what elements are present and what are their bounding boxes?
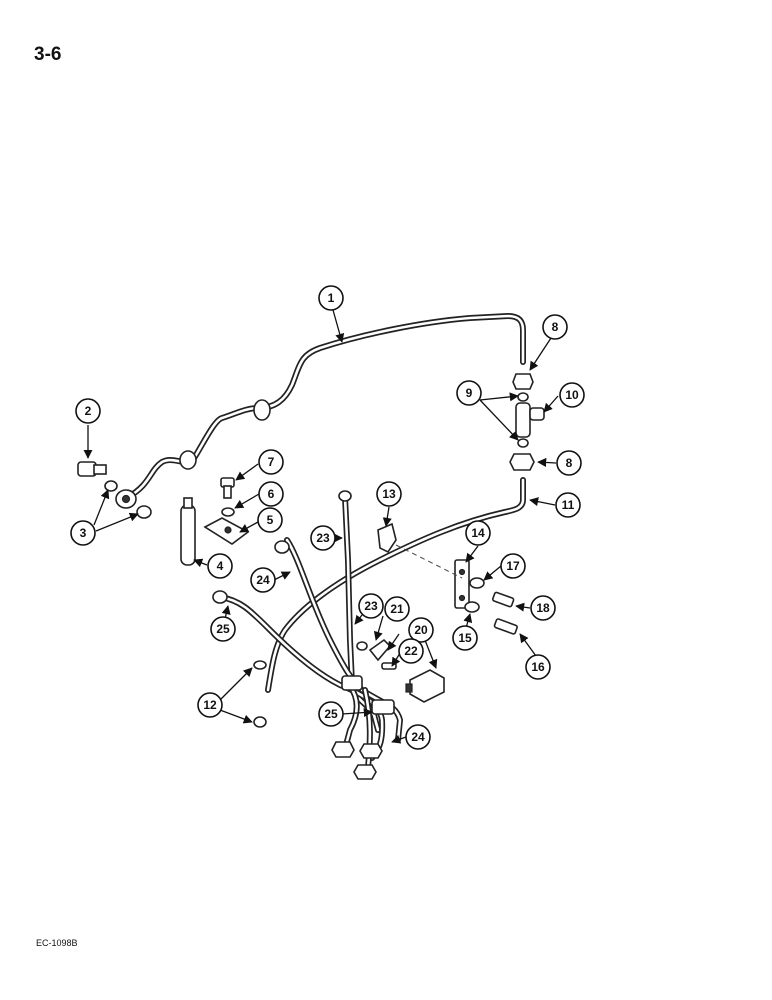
clamp-plate	[203, 517, 250, 545]
callout-11: 11	[555, 492, 581, 518]
callout-14: 14	[465, 520, 491, 546]
figure-code: EC-1098B	[36, 938, 78, 948]
bracket-bolt-lower	[493, 618, 518, 635]
bracket-washer-lower	[464, 601, 480, 613]
pipe-clamp-collars	[179, 399, 271, 470]
callout-13: 13	[376, 481, 402, 507]
mounting-bracket	[454, 559, 470, 609]
svg-text:8: 8	[552, 320, 559, 334]
callout-2: 2	[75, 398, 101, 424]
page-number: 3-6	[34, 44, 62, 65]
fitting-washer-upper	[517, 392, 529, 402]
svg-text:2: 2	[85, 404, 92, 418]
callout-7: 7	[258, 449, 284, 475]
fitting-nut-lower	[509, 453, 535, 471]
svg-text:15: 15	[458, 631, 472, 645]
callout-9: 9	[456, 380, 482, 406]
svg-text:11: 11	[562, 498, 575, 512]
bracket-bolt-upper	[491, 591, 515, 608]
leak-off-pipe	[265, 477, 526, 693]
svg-text:3: 3	[80, 526, 87, 540]
svg-text:24: 24	[411, 730, 425, 744]
callout-8-lower: 8	[556, 450, 582, 476]
svg-text:8: 8	[566, 456, 573, 470]
svg-text:9: 9	[466, 386, 473, 400]
svg-text:5: 5	[267, 513, 274, 527]
svg-text:6: 6	[268, 487, 275, 501]
svg-text:23: 23	[364, 599, 378, 613]
callout-25-lower: 25	[318, 701, 344, 727]
svg-text:14: 14	[471, 526, 485, 540]
svg-text:4: 4	[217, 559, 224, 573]
svg-text:24: 24	[256, 573, 270, 587]
fitting-nut-upper	[512, 373, 534, 390]
callout-15: 15	[452, 625, 478, 651]
callout-23-lower: 23	[358, 593, 384, 619]
callout-4: 4	[207, 553, 233, 579]
banjo-fitting	[115, 489, 137, 509]
svg-text:25: 25	[324, 707, 338, 721]
sealing-washer-upper	[104, 480, 118, 492]
callout-10: 10	[559, 382, 585, 408]
assembly-line	[395, 544, 463, 579]
svg-text:21: 21	[390, 602, 404, 616]
return-pipe	[125, 313, 526, 500]
callout-22: 22	[398, 638, 424, 664]
injector-plug	[180, 497, 196, 566]
tee-adapter	[515, 402, 545, 438]
callout-5: 5	[257, 507, 283, 533]
leader-lines	[83, 309, 559, 744]
callout-18: 18	[530, 595, 556, 621]
callout-3: 3	[70, 520, 96, 546]
svg-text:23: 23	[316, 531, 330, 545]
svg-text:16: 16	[531, 660, 545, 674]
svg-text:1: 1	[328, 291, 335, 305]
callout-23-upper: 23	[310, 525, 336, 551]
callout-20: 20	[408, 617, 434, 643]
callout-25-upper: 25	[210, 616, 236, 642]
callout-6: 6	[258, 481, 284, 507]
svg-text:7: 7	[268, 455, 275, 469]
svg-text:25: 25	[216, 622, 230, 636]
svg-text:17: 17	[506, 559, 520, 573]
banjo-bolt	[77, 461, 107, 477]
callout-12: 12	[197, 692, 223, 718]
clamp-washer	[221, 507, 235, 517]
pipe-clamp-blocks	[341, 675, 395, 715]
leak-off-washer-lower	[253, 716, 267, 728]
svg-text:18: 18	[536, 601, 550, 615]
callout-24-upper: 24	[250, 567, 276, 593]
pipe-end-fittings	[212, 490, 383, 780]
svg-text:22: 22	[404, 644, 418, 658]
callout-24-lower: 24	[405, 724, 431, 750]
svg-text:13: 13	[382, 487, 396, 501]
callout-17: 17	[500, 553, 526, 579]
callout-16: 16	[525, 654, 551, 680]
clamp-block	[405, 669, 445, 703]
callout-1: 1	[318, 285, 344, 311]
clamp-bolt	[220, 477, 235, 499]
leak-off-washer-upper	[253, 660, 267, 670]
fitting-washer-lower	[517, 438, 529, 448]
injector-pipes	[217, 494, 403, 771]
callout-21: 21	[384, 596, 410, 622]
callout-8-upper: 8	[542, 314, 568, 340]
svg-text:10: 10	[565, 388, 579, 402]
pipe-clip	[377, 522, 397, 554]
svg-text:12: 12	[203, 698, 217, 712]
sealing-washer-lower	[136, 505, 152, 519]
clamp-nut	[356, 641, 368, 651]
bracket-washer-upper	[469, 577, 485, 589]
clamp-strap	[368, 638, 392, 662]
svg-text:20: 20	[414, 623, 428, 637]
